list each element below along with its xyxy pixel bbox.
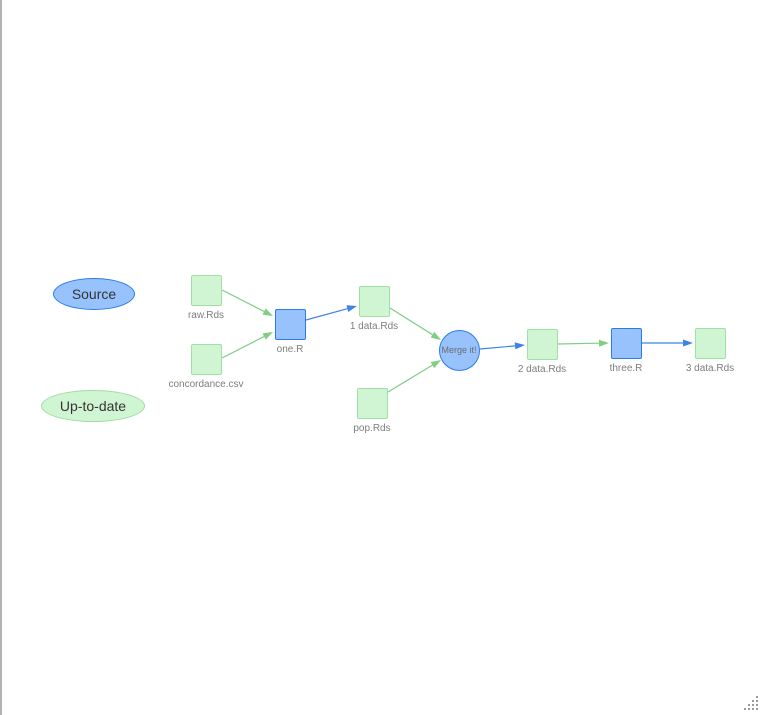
node-3-data-rds[interactable] <box>694 327 726 359</box>
node-raw-rds[interactable] <box>190 274 222 306</box>
node-concordance-csv[interactable] <box>190 343 222 375</box>
node-label-pop-rds: pop.Rds <box>353 422 391 434</box>
edge-1-data-rds-to-merge-it <box>389 307 441 340</box>
node-label-concordance-csv: concordance.csv <box>168 378 244 390</box>
node-label-3-data-rds: 3 data.Rds <box>685 362 735 374</box>
node-one-r[interactable] <box>274 308 306 340</box>
node-label-raw-rds: raw.Rds <box>187 309 225 321</box>
node-three-r[interactable] <box>610 327 642 359</box>
node-label-merge-it: Merge it! <box>441 345 477 355</box>
legend-item-source: Source <box>53 278 135 310</box>
edge-concordance-csv-to-one-r <box>221 332 273 359</box>
edge-three-r-to-3-data-rds <box>642 339 693 347</box>
edge-merge-it-to-2-data-rds <box>479 342 525 350</box>
node-2-data-rds[interactable] <box>526 328 558 360</box>
edge-one-r-to-1-data-rds <box>305 305 357 321</box>
edge-raw-rds-to-one-r <box>221 289 273 316</box>
node-merge-it[interactable]: Merge it! <box>438 329 480 371</box>
node-label-2-data-rds: 2 data.Rds <box>517 363 567 375</box>
node-label-1-data-rds: 1 data.Rds <box>349 320 399 332</box>
node-1-data-rds[interactable] <box>358 285 390 317</box>
edge-pop-rds-to-merge-it <box>387 360 441 393</box>
node-label-three-r: three.R <box>609 362 643 374</box>
node-pop-rds[interactable] <box>356 387 388 419</box>
resize-grip[interactable] <box>744 696 760 712</box>
node-label-one-r: one.R <box>276 343 304 355</box>
edge-2-data-rds-to-three-r <box>557 339 609 347</box>
legend-item-up-to-date: Up-to-date <box>41 390 145 422</box>
resize-grip-dots <box>744 696 746 698</box>
